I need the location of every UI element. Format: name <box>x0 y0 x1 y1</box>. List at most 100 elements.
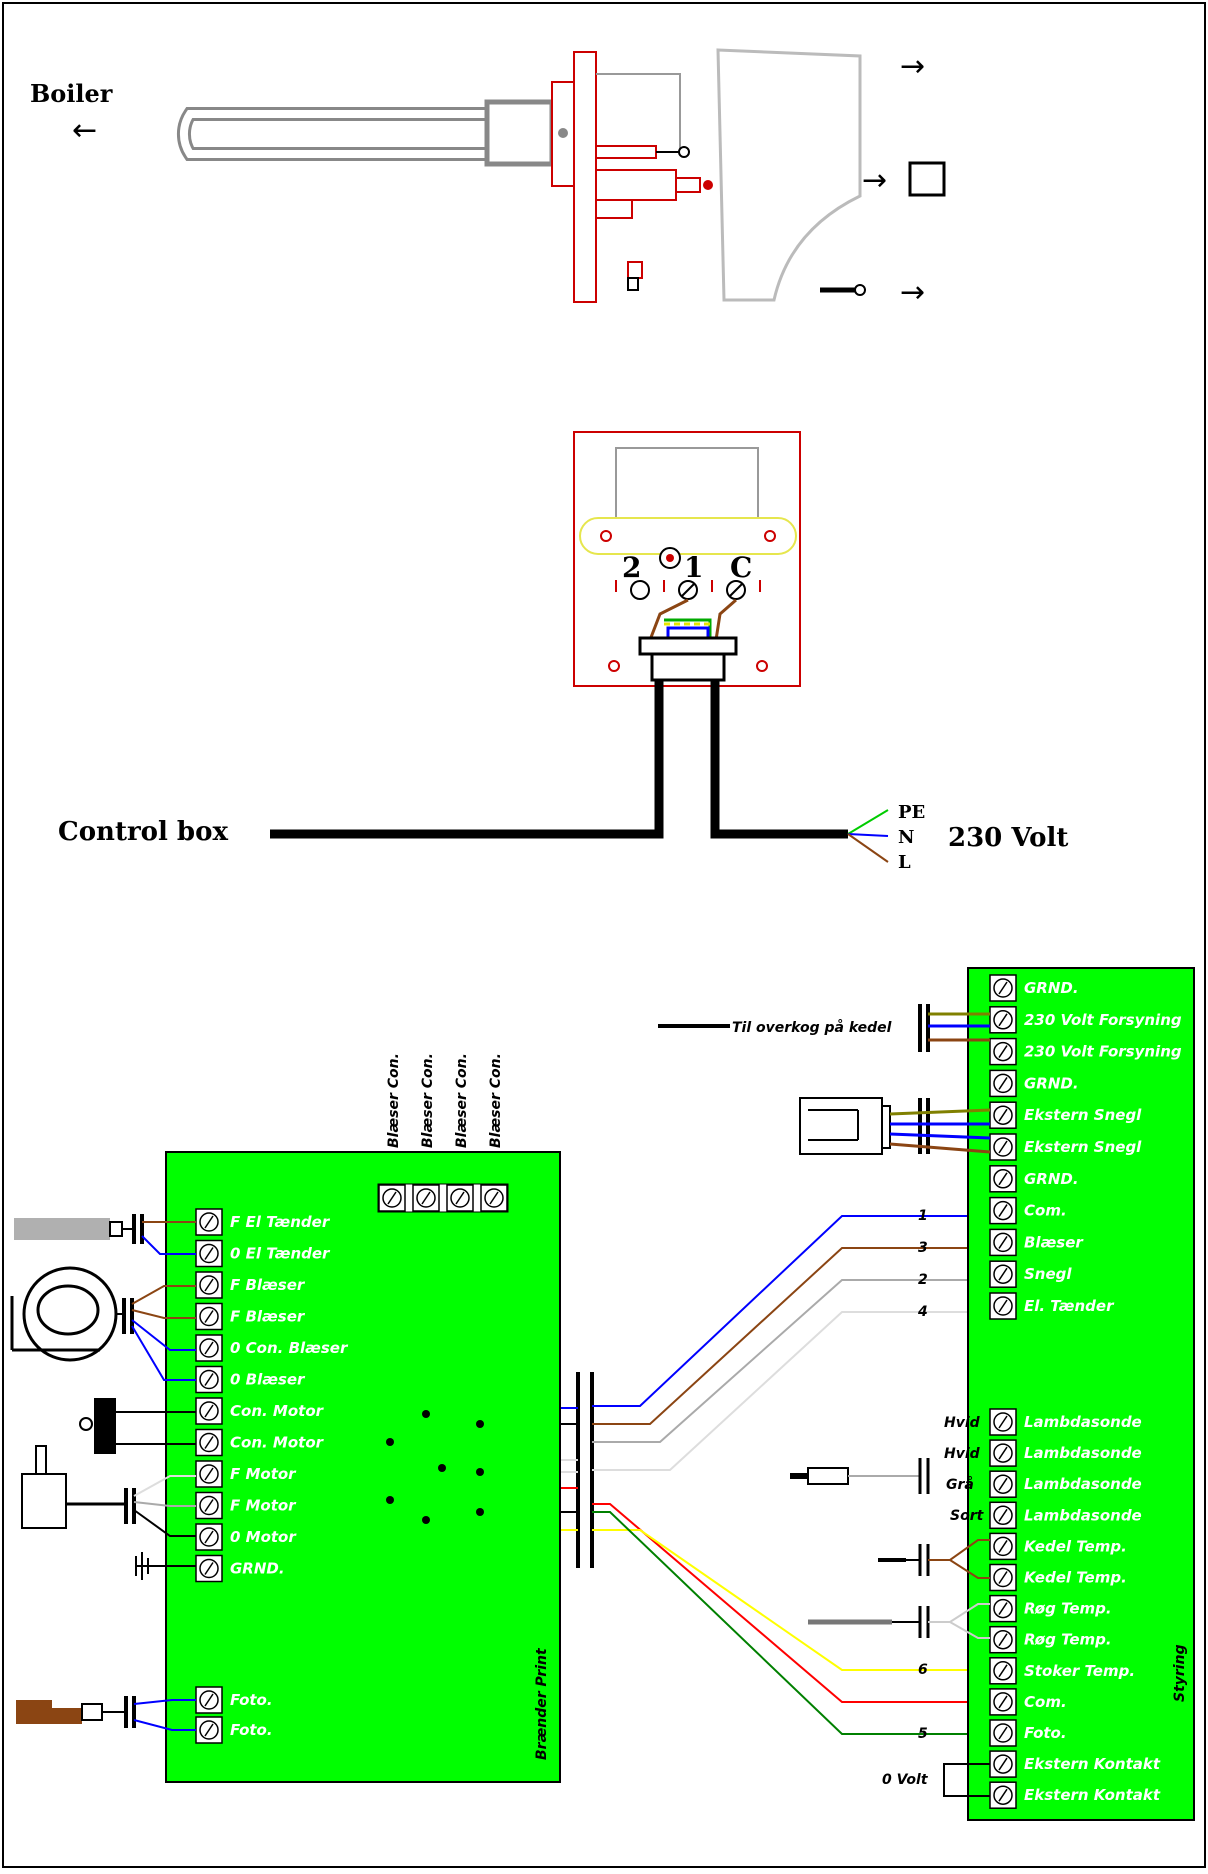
burner-terminal-label: F El Tænder <box>230 1213 331 1231</box>
control-terminal-label: GRND. <box>1024 1170 1079 1188</box>
control-terminal-label: 230 Volt Forsyning <box>1024 1011 1182 1029</box>
lambda-color-white-2: Hvid <box>944 1446 981 1462</box>
flange-screw <box>558 128 568 138</box>
burner-terminal-label: 0 Blæser <box>230 1371 306 1389</box>
wire-number-2: 2 <box>918 1272 928 1288</box>
voltage-label: 230 Volt <box>948 823 1068 853</box>
igniter-icon <box>14 1218 110 1240</box>
arrow-right-icon-2: → <box>862 163 887 198</box>
blower-con-label-4: Blæser Con. <box>488 1053 504 1148</box>
arrow-right-icon-1: → <box>900 49 925 84</box>
control-lower-terminal-label: Ekstern Kontakt <box>1024 1755 1161 1773</box>
lambda-probe-icon <box>807 1467 849 1485</box>
control-board-title: Styring <box>1172 1644 1188 1702</box>
control-lower-terminal-label: Lambdasonde <box>1024 1444 1142 1462</box>
blower-con-label-3: Blæser Con. <box>454 1053 470 1148</box>
terminal-label-2: 2 <box>622 551 641 584</box>
control-lower-terminal-label: Stoker Temp. <box>1024 1662 1135 1680</box>
indicator-led-icon <box>703 180 713 190</box>
burner-terminal-label: GRND. <box>230 1560 285 1578</box>
wire-number-4: 4 <box>917 1304 928 1320</box>
motor-icon <box>21 1473 67 1529</box>
wire-number-3: 3 <box>918 1240 928 1256</box>
cable-control-box <box>270 680 664 839</box>
terminal-label-c: C <box>730 551 752 584</box>
control-lower-terminal-label: Røg Temp. <box>1024 1600 1112 1618</box>
thermostat-body <box>596 73 681 152</box>
burner-terminal-label: F Blæser <box>230 1308 306 1326</box>
burner-terminal-label: F Motor <box>230 1465 297 1483</box>
control-terminal-label: Ekstern Snegl <box>1024 1138 1142 1156</box>
burner-devices <box>10 1214 196 1731</box>
wire-label-n: N <box>898 827 914 848</box>
wire-number-1: 1 <box>918 1208 928 1224</box>
heating-rod <box>177 107 490 161</box>
foto-terminal-label: Foto. <box>230 1691 273 1709</box>
zero-volt-label: 0 Volt <box>882 1772 929 1788</box>
burner-terminal-label: F Blæser <box>230 1276 306 1294</box>
control-terminal-label: GRND. <box>1024 1074 1079 1092</box>
control-board: Styring GRND. 230 Volt Forsyning 230 Volt … <box>967 967 1195 1821</box>
boiler-label: Boiler <box>30 79 113 108</box>
control-lower-terminal-label: Foto. <box>1024 1724 1067 1742</box>
control-lower-terminal-label: Lambdasonde <box>1024 1475 1142 1493</box>
burner-board-body <box>165 1151 561 1783</box>
control-terminal-label: 230 Volt Forsyning <box>1024 1043 1182 1061</box>
burner-terminal-label: F Motor <box>230 1497 297 1515</box>
zero-volt-jumper <box>943 1763 990 1797</box>
wire-label-l: L <box>898 852 911 873</box>
control-terminal-label: Ekstern Snegl <box>1024 1106 1142 1124</box>
lambda-color-black: Sort <box>950 1508 985 1524</box>
control-terminal-label: Snegl <box>1024 1265 1072 1283</box>
control-lower-terminal-label: Kedel Temp. <box>1024 1569 1127 1587</box>
burner-terminal-label: Con. Motor <box>230 1434 325 1452</box>
control-terminal-label: Blæser <box>1024 1233 1084 1251</box>
burner-terminal-label: 0 Motor <box>230 1528 297 1546</box>
rod-sleeve <box>484 99 555 167</box>
control-lower-terminal-label: Com. <box>1024 1693 1067 1711</box>
burner-board-title: Brænder Print <box>534 1647 550 1760</box>
foto-terminal-label: Foto. <box>230 1721 273 1739</box>
terminal-screw-2 <box>630 580 650 600</box>
mounting-bar <box>579 517 797 555</box>
control-box-label: Control box <box>58 817 228 847</box>
burner-terminal-label: 0 El Tænder <box>230 1245 331 1263</box>
terminal-label-1: 1 <box>684 551 703 584</box>
wire-number-6: 6 <box>918 1662 928 1678</box>
control-terminal-label: GRND. <box>1024 979 1079 997</box>
thermostat-plate <box>573 51 597 303</box>
auger-plug-icon <box>799 1097 883 1155</box>
overheat-label: Til overkog på kedel <box>732 1019 892 1036</box>
control-devices: Til overkog på kedel Hvid Hvid Grå Sort <box>658 1004 991 1797</box>
control-lower-terminal-label: Lambdasonde <box>1024 1506 1142 1524</box>
lambda-color-grey: Grå <box>946 1476 974 1493</box>
thermostat-terminal-section: 2 1 C Control box PE N L 230 Volt <box>58 431 1068 873</box>
heating-element-section: Boiler ← → → → <box>30 48 946 310</box>
cover-square-icon <box>908 161 946 197</box>
lambda-color-white-1: Hvid <box>944 1415 981 1431</box>
control-lower-terminal-label: Kedel Temp. <box>1024 1537 1127 1555</box>
capacitor-icon <box>94 1398 116 1454</box>
control-lower-terminal-label: Ekstern Kontakt <box>1024 1786 1161 1804</box>
knob-icon <box>678 146 690 158</box>
cable-mains <box>710 680 848 839</box>
burner-board: Brænder Print Blæser Con. Blæser Con. Bl… <box>165 1053 561 1783</box>
wire-label-pe: PE <box>898 802 925 823</box>
cable-gland <box>638 636 738 656</box>
burner-terminal-label: 0 Con. Blæser <box>230 1339 349 1357</box>
blower-con-label-2: Blæser Con. <box>420 1053 436 1148</box>
wire-number-5: 5 <box>918 1726 928 1742</box>
thermostat-window <box>615 447 759 531</box>
control-lower-terminal-label: Lambdasonde <box>1024 1413 1142 1431</box>
control-lower-terminal-label: Røg Temp. <box>1024 1631 1112 1649</box>
arrow-right-icon-3: → <box>900 275 925 310</box>
blower-con-label-1: Blæser Con. <box>386 1053 402 1148</box>
thermostat-cover <box>716 48 862 302</box>
control-terminal-label: Com. <box>1024 1202 1067 1220</box>
control-terminal-label: El. Tænder <box>1024 1297 1115 1315</box>
burner-terminal-label: Con. Motor <box>230 1402 325 1420</box>
arrow-left-icon: ← <box>72 113 97 148</box>
